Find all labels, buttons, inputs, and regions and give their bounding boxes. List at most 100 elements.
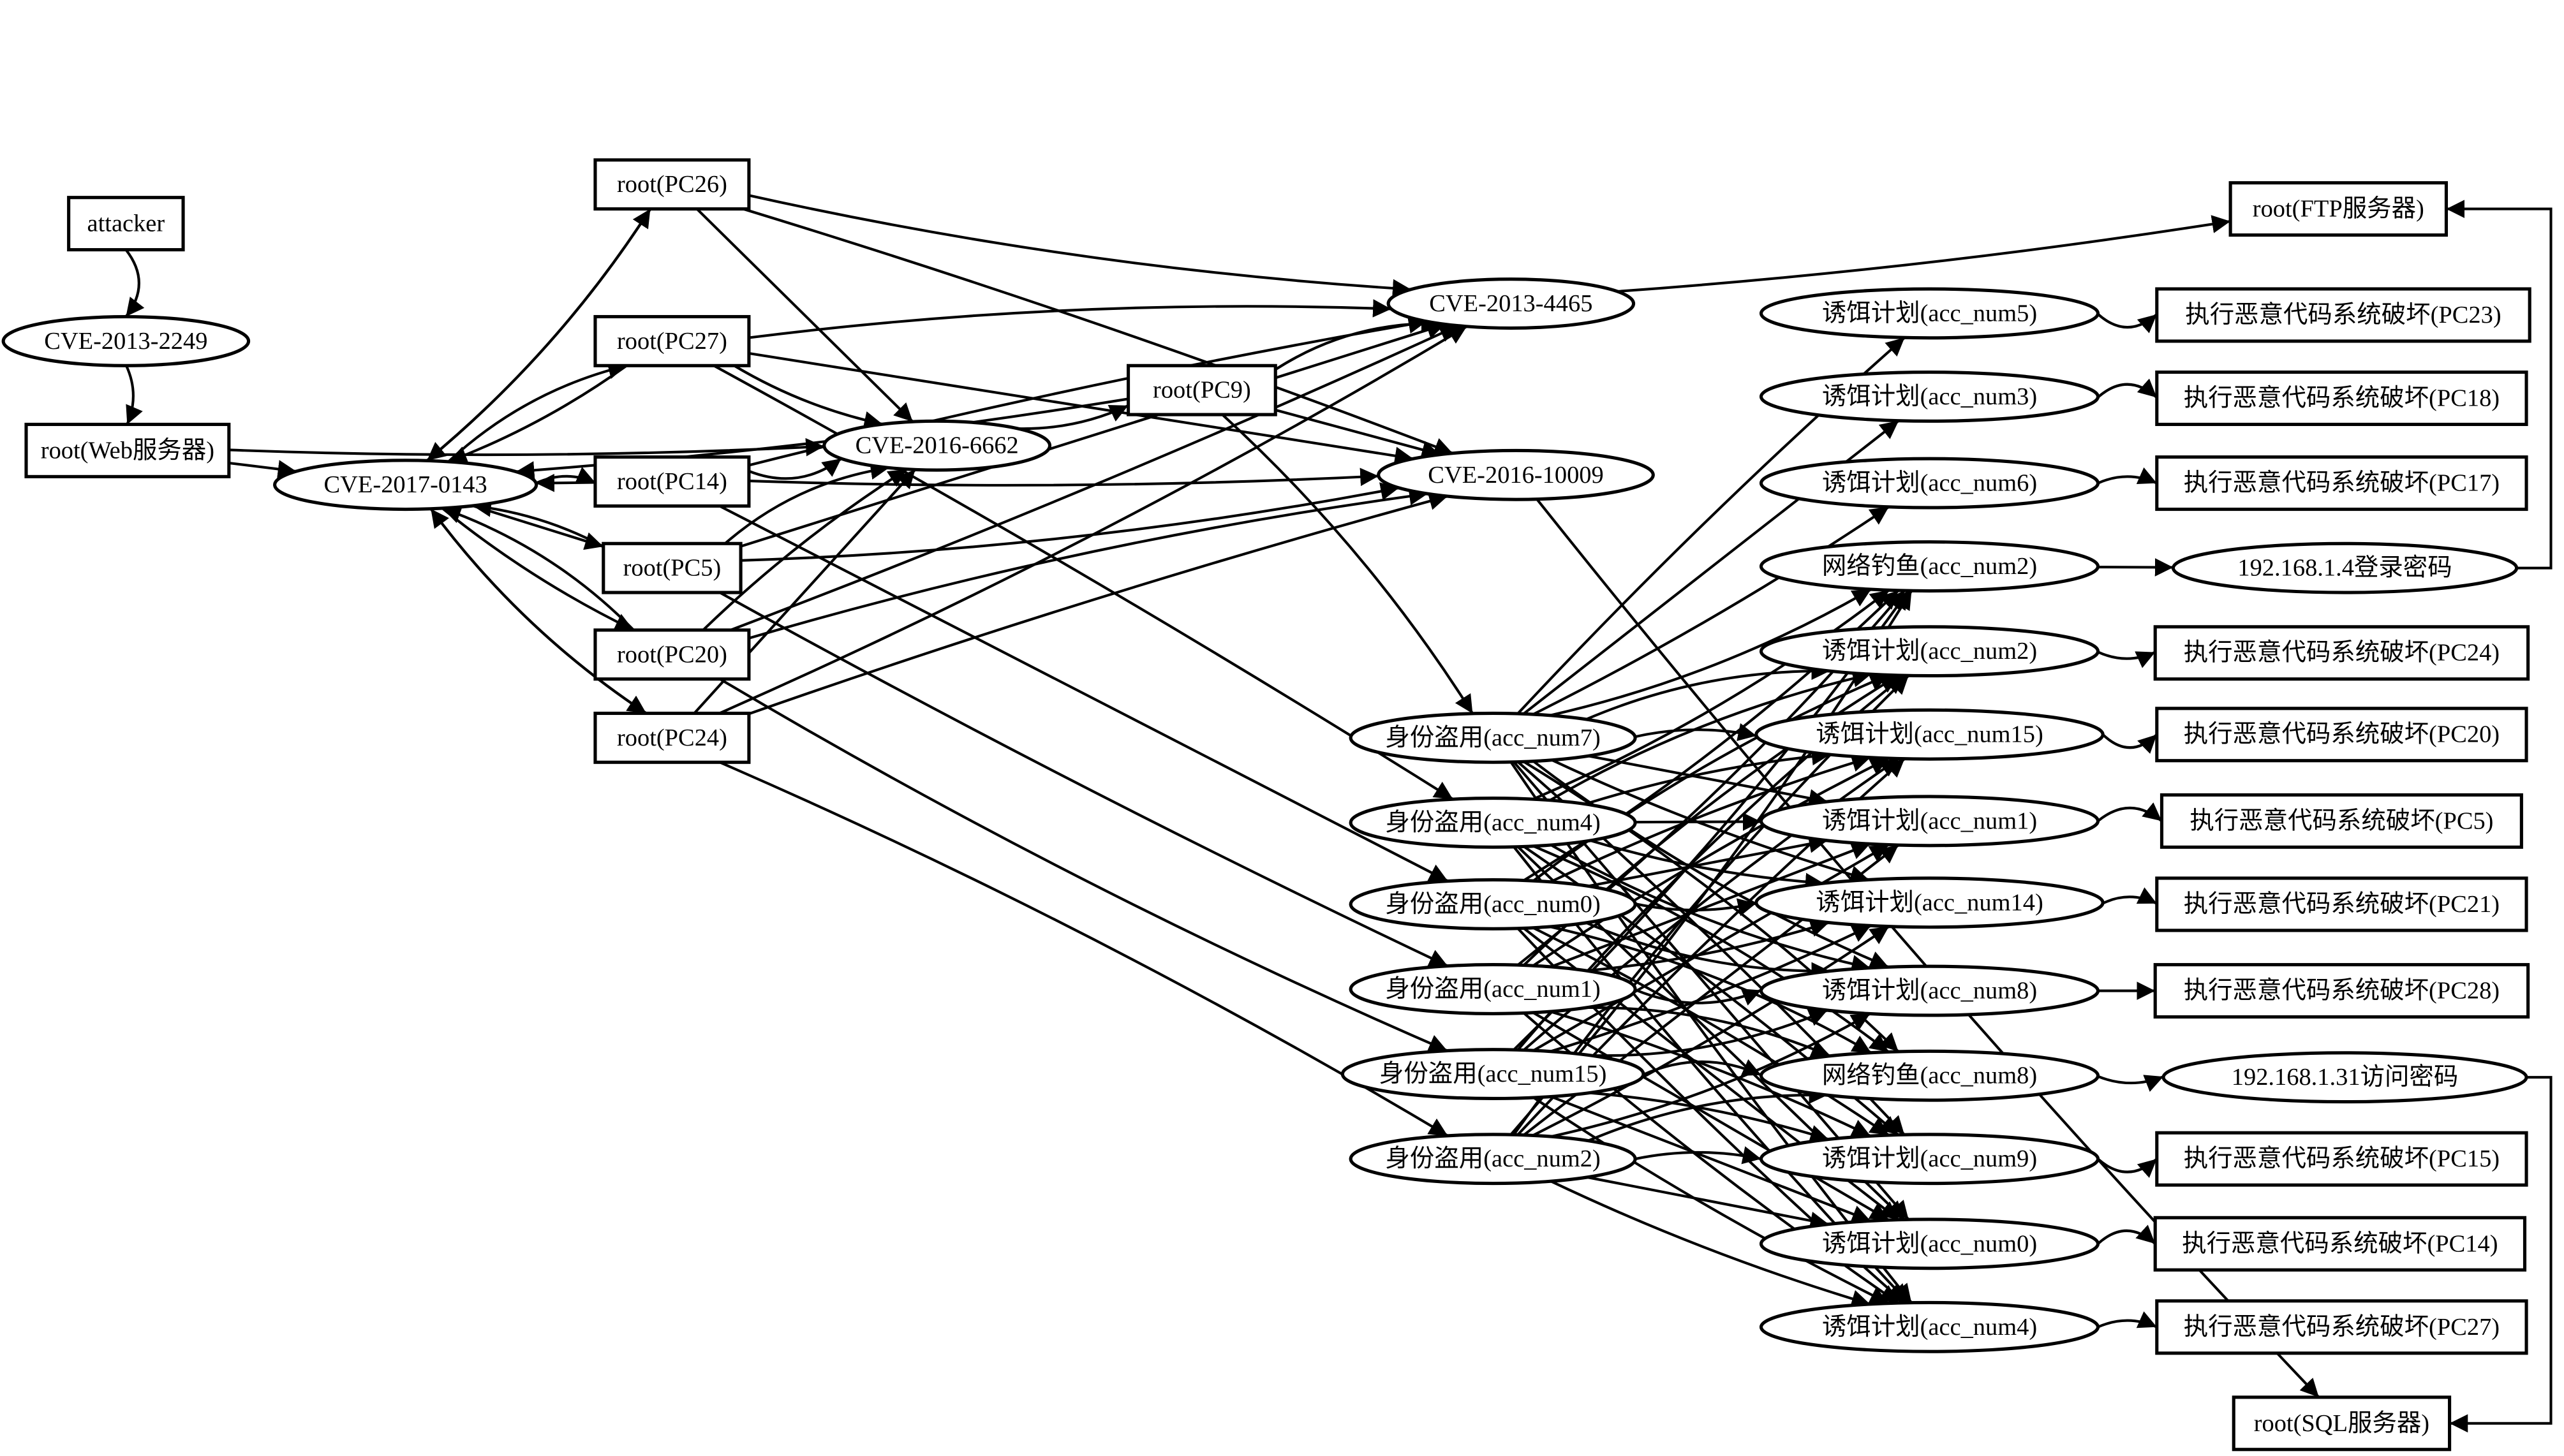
node-bait15[interactable]: 诱饵计划(acc_num15) — [1754, 708, 2105, 761]
node-label: CVE-2016-10009 — [1428, 462, 1603, 489]
node-cve20132249[interactable]: CVE-2013-2249 — [1, 314, 251, 367]
node-label: 诱饵计划(acc_num0) — [1822, 1230, 2037, 1257]
node-mal17[interactable]: 执行恶意代码系统破坏(PC17) — [2155, 455, 2528, 511]
node-mal28[interactable]: 执行恶意代码系统破坏(PC28) — [2153, 963, 2530, 1019]
edge-pc9-to-cve201610009 — [1275, 408, 1441, 459]
node-pw131[interactable]: 192.168.1.31访问密码 — [2161, 1051, 2528, 1104]
node-rootftp[interactable]: root(FTP服务器) — [2228, 181, 2449, 237]
node-pc5[interactable]: root(PC5) — [602, 541, 743, 594]
node-ellipse — [1759, 795, 2100, 848]
node-box — [2155, 1131, 2528, 1187]
node-bait4[interactable]: 诱饵计划(acc_num4) — [1759, 1300, 2100, 1353]
node-pc9[interactable]: root(PC9) — [1127, 364, 1277, 416]
node-box — [2153, 625, 2530, 681]
node-ellipse — [1386, 277, 1636, 330]
node-box — [24, 422, 231, 478]
node-bait8[interactable]: 诱饵计划(acc_num8) — [1759, 964, 2100, 1017]
edge-pc24-to-id2 — [719, 761, 1449, 1137]
edge-pc5-to-cve201610009 — [741, 482, 1400, 562]
node-phish8[interactable]: 网络钓鱼(acc_num8) — [1759, 1049, 2100, 1102]
node-ellipse — [1759, 1300, 2100, 1353]
edge-pc27-to-cve20170143 — [448, 364, 628, 464]
edge-bait6-to-mal17 — [2097, 467, 2158, 485]
node-mal24[interactable]: 执行恶意代码系统破坏(PC24) — [2153, 625, 2530, 681]
node-attacker[interactable]: attacker — [67, 196, 185, 252]
node-bait1[interactable]: 诱饵计划(acc_num1) — [1759, 795, 2100, 848]
edge-phish8-to-pw131 — [2097, 1075, 2164, 1092]
node-id7[interactable]: 身份盗用(acc_num7) — [1349, 711, 1637, 764]
node-label: 网络钓鱼(acc_num8) — [1822, 1062, 2037, 1089]
node-label: 诱饵计划(acc_num15) — [1816, 721, 2043, 748]
node-label: 执行恶意代码系统破坏(PC23) — [2185, 301, 2501, 328]
node-pc24[interactable]: root(PC24) — [593, 711, 751, 764]
node-mal5[interactable]: 执行恶意代码系统破坏(PC5) — [2160, 793, 2523, 849]
node-box — [2155, 455, 2528, 511]
node-mal27[interactable]: 执行恶意代码系统破坏(PC27) — [2155, 1299, 2528, 1355]
node-label: 执行恶意代码系统破坏(PC24) — [2184, 639, 2500, 666]
edge-id2-to-bait0 — [1587, 1175, 1829, 1230]
node-ellipse — [1340, 1048, 1645, 1101]
node-box — [2228, 181, 2449, 237]
node-label: root(PC20) — [617, 641, 727, 668]
node-mal14[interactable]: 执行恶意代码系统破坏(PC14) — [2153, 1216, 2527, 1272]
node-bait14[interactable]: 诱饵计划(acc_num14) — [1754, 876, 2105, 929]
node-rootweb[interactable]: root(Web服务器) — [24, 422, 231, 478]
node-id0[interactable]: 身份盗用(acc_num0) — [1349, 878, 1637, 930]
node-id15[interactable]: 身份盗用(acc_num15) — [1340, 1048, 1645, 1101]
node-cve20170143[interactable]: CVE-2017-0143 — [273, 459, 538, 511]
node-ellipse — [1377, 448, 1655, 501]
node-mal20[interactable]: 执行恶意代码系统破坏(PC20) — [2155, 707, 2528, 763]
node-pc20[interactable]: root(PC20) — [593, 628, 751, 681]
edge-cve20166662-to-pc9 — [1018, 404, 1129, 430]
node-label: 192.168.1.4登录密码 — [2237, 554, 2452, 582]
node-pc26[interactable]: root(PC26) — [593, 158, 751, 211]
node-pw14[interactable]: 192.168.1.4登录密码 — [2171, 541, 2519, 594]
node-mal21[interactable]: 执行恶意代码系统破坏(PC21) — [2155, 876, 2528, 932]
edge-pc20-to-cve201610009 — [748, 487, 1428, 640]
node-rootsql[interactable]: root(SQL服务器) — [2232, 1395, 2452, 1452]
edge-pc27-to-id4 — [713, 364, 1454, 800]
node-cve201610009[interactable]: CVE-2016-10009 — [1377, 448, 1655, 501]
edge-bait2-to-mal24 — [2097, 651, 2156, 668]
edge-pc24-to-cve20170143 — [429, 508, 648, 715]
edge-id2-to-bait4 — [1550, 1180, 1871, 1308]
edge-id0-to-bait15 — [1550, 754, 1871, 883]
edge-cve20134465-to-rootftp — [1617, 215, 2231, 293]
node-phish2[interactable]: 网络钓鱼(acc_num2) — [1759, 540, 2100, 593]
node-ellipse — [2161, 1051, 2528, 1104]
node-box — [2155, 876, 2528, 932]
node-id4[interactable]: 身份盗用(acc_num4) — [1349, 796, 1637, 849]
edge-pc24-to-cve20134465 — [718, 325, 1468, 715]
node-bait2[interactable]: 诱饵计划(acc_num2) — [1759, 625, 2100, 678]
node-ellipse — [273, 459, 538, 511]
node-id1[interactable]: 身份盗用(acc_num1) — [1349, 963, 1637, 1015]
node-label: 执行恶意代码系统破坏(PC5) — [2190, 807, 2493, 834]
edge-pc14-to-id0 — [719, 504, 1449, 883]
node-mal23[interactable]: 执行恶意代码系统破坏(PC23) — [2155, 287, 2531, 343]
edge-bait9-to-mal15 — [2097, 1158, 2158, 1178]
edge-pc26-to-cve20166662 — [695, 208, 914, 423]
node-pc14[interactable]: root(PC14) — [593, 455, 751, 508]
node-id2[interactable]: 身份盗用(acc_num2) — [1349, 1133, 1637, 1186]
node-bait5[interactable]: 诱饵计划(acc_num5) — [1759, 287, 2100, 340]
node-mal18[interactable]: 执行恶意代码系统破坏(PC18) — [2155, 370, 2528, 427]
node-bait6[interactable]: 诱饵计划(acc_num6) — [1759, 457, 2100, 510]
node-pc27[interactable]: root(PC27) — [593, 314, 751, 367]
node-bait3[interactable]: 诱饵计划(acc_num3) — [1759, 370, 2100, 423]
edge-id4-to-bait1 — [1635, 813, 1761, 831]
node-label: CVE-2013-4465 — [1429, 290, 1592, 317]
node-bait0[interactable]: 诱饵计划(acc_num0) — [1759, 1217, 2100, 1270]
node-label: root(FTP服务器) — [2253, 196, 2424, 223]
node-cve20134465[interactable]: CVE-2013-4465 — [1386, 277, 1636, 330]
edge-id2-to-bait8 — [1550, 1012, 1871, 1138]
node-box — [2155, 287, 2531, 343]
node-bait9[interactable]: 诱饵计划(acc_num9) — [1759, 1133, 2100, 1186]
node-label: 执行恶意代码系统破坏(PC28) — [2184, 977, 2500, 1004]
node-cve20166662[interactable]: CVE-2016-6662 — [822, 419, 1052, 472]
edge-id2-to-bait14 — [1532, 925, 1890, 1137]
node-mal15[interactable]: 执行恶意代码系统破坏(PC15) — [2155, 1131, 2528, 1187]
node-ellipse — [1349, 963, 1637, 1015]
node-ellipse — [822, 419, 1052, 472]
edge-pc27-to-cve20166662 — [733, 364, 883, 430]
edge-pc26-to-cve201610009 — [743, 207, 1453, 455]
